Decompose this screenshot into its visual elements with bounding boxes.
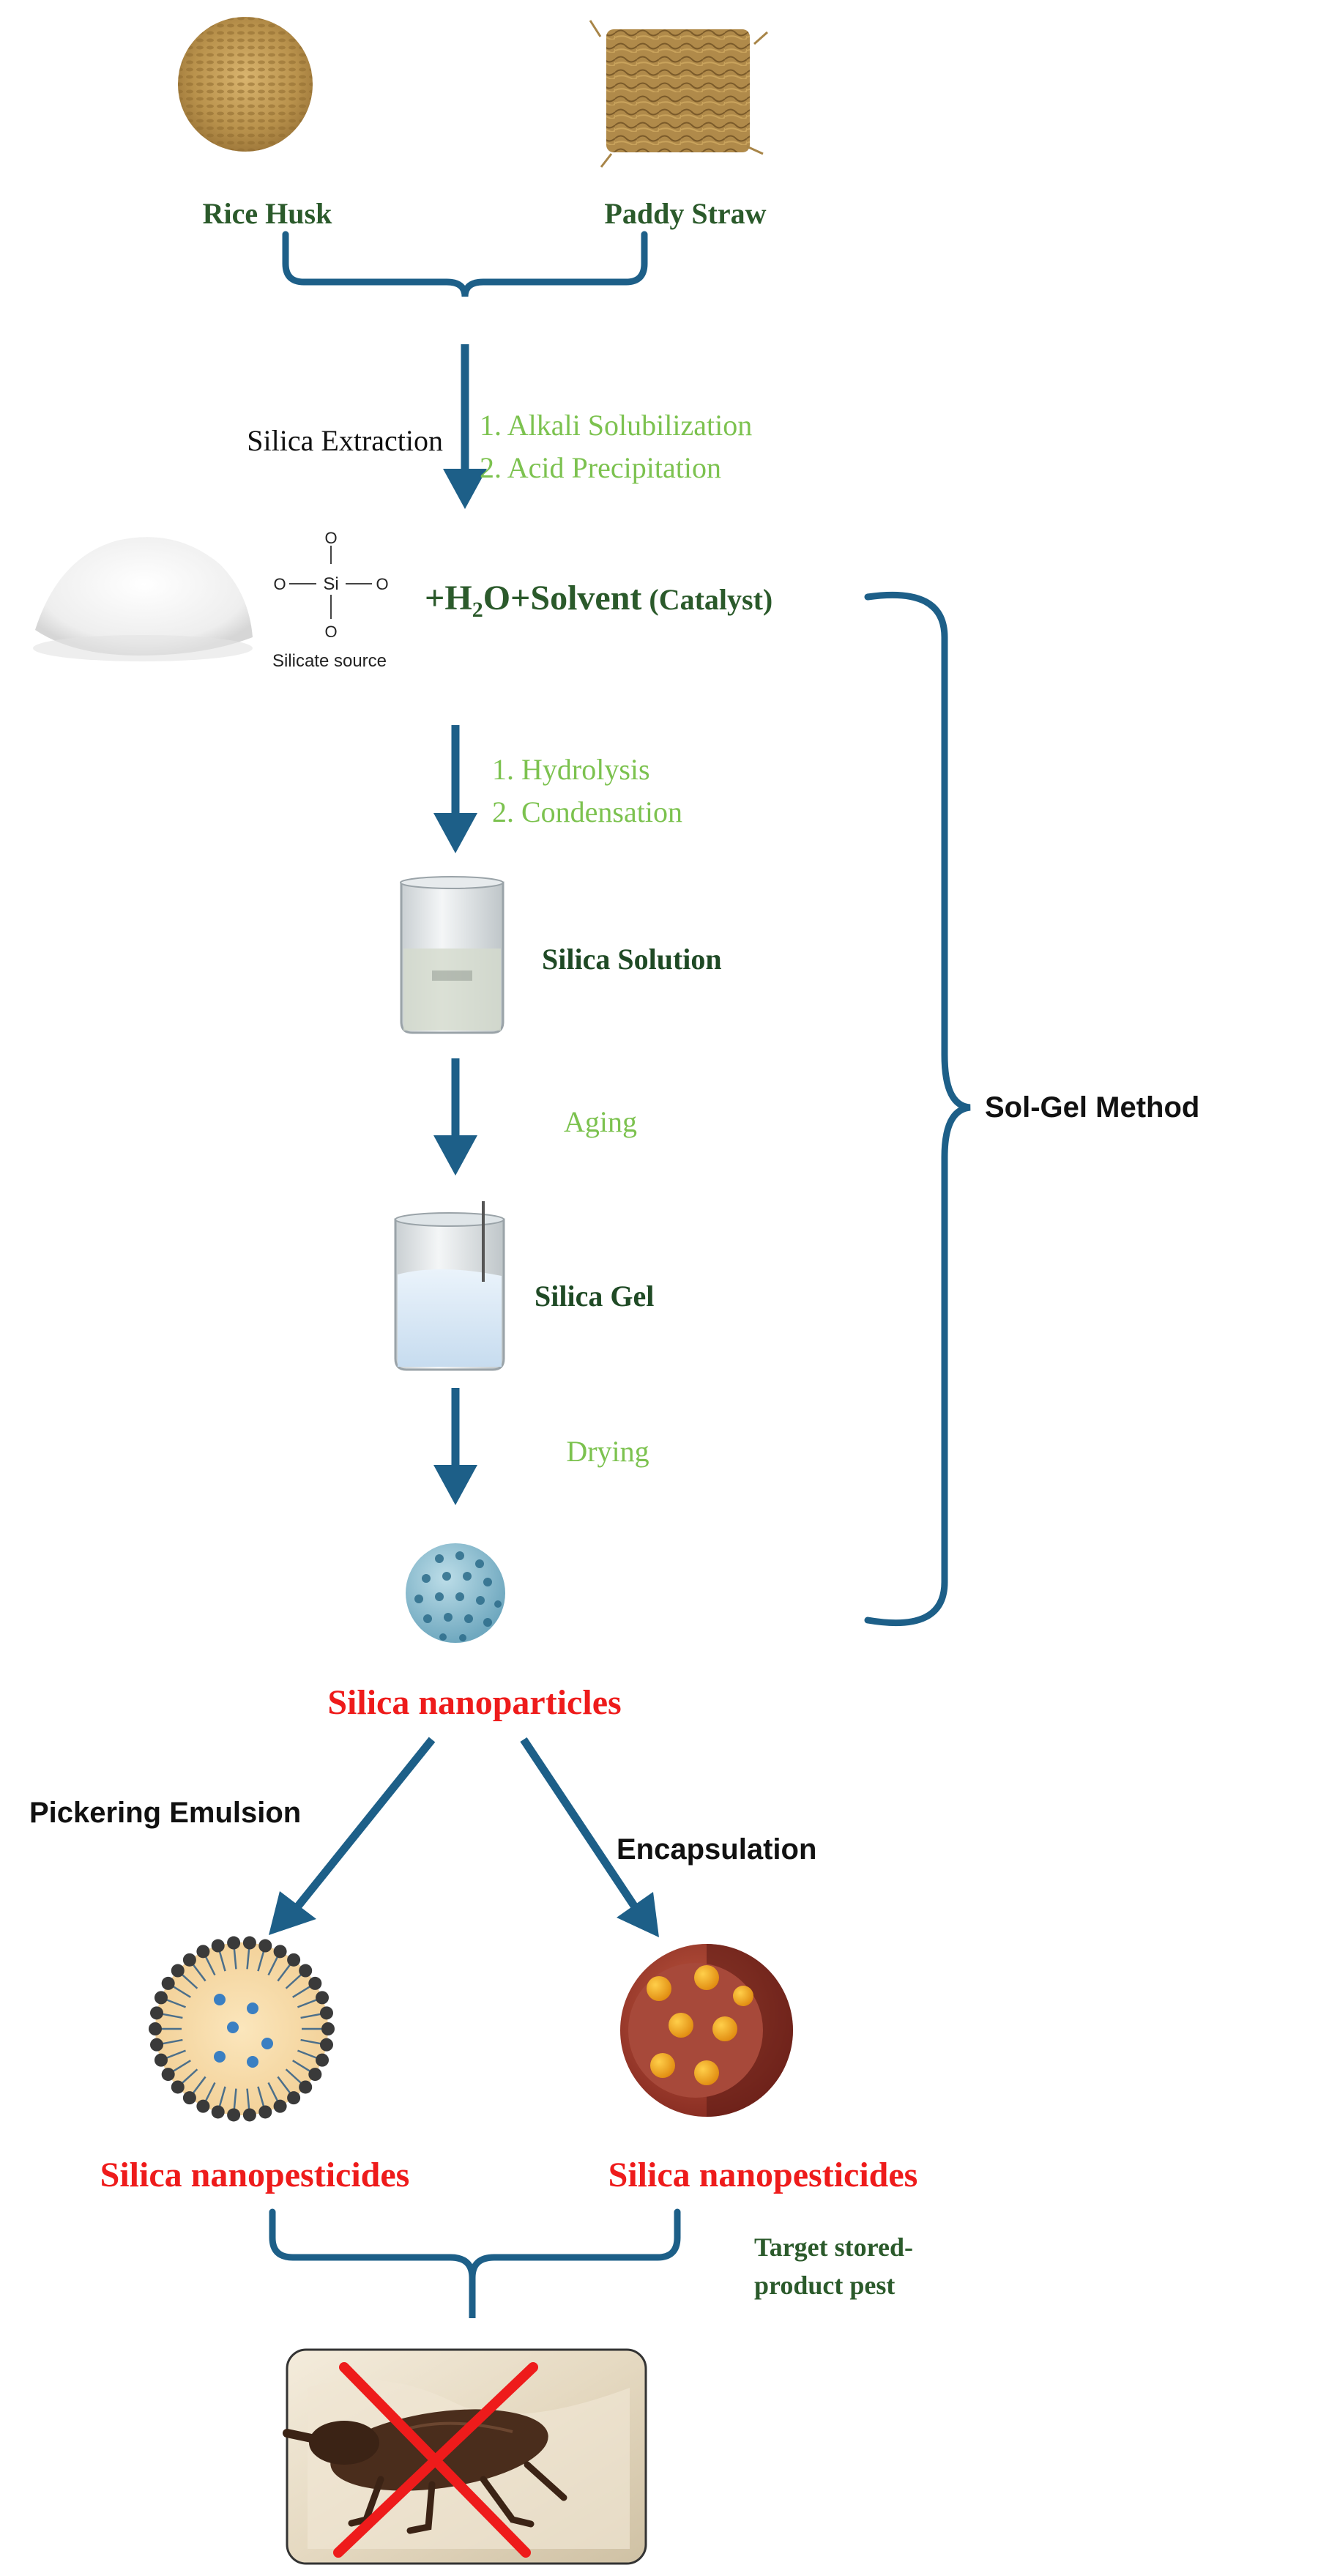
surfactant-head xyxy=(308,2068,322,2082)
silicate-oxygen-left: O xyxy=(273,575,286,593)
left-nanopesticides-label: Silica nanopesticides xyxy=(100,2156,410,2194)
products-merge-brace xyxy=(269,2208,681,2279)
silica-solution-beaker xyxy=(400,876,505,1034)
rice-husk-label: Rice Husk xyxy=(203,197,332,230)
encapsulation-branch-arrow xyxy=(520,1737,659,1937)
sol-gel-bracket xyxy=(864,591,971,1627)
hydrolysis-arrow xyxy=(433,725,477,853)
surfactant-head xyxy=(211,1939,225,1953)
silica-powder-image xyxy=(33,537,253,661)
paddy-straw-image xyxy=(589,20,768,168)
pickering-branch-arrow xyxy=(269,1737,436,1935)
surfactant-head xyxy=(321,2022,335,2035)
sol-gel-method-label: Sol-Gel Method xyxy=(985,1091,1199,1124)
surfactant-head xyxy=(299,1964,313,1978)
surfactant-head xyxy=(211,2105,225,2119)
target-pest-label-line-2: product pest xyxy=(754,2271,895,2300)
stored-product-pest-photo xyxy=(283,2348,647,2565)
aging-label: Aging xyxy=(564,1105,637,1138)
surfactant-head xyxy=(196,2099,210,2113)
extraction-step-2: 2. Acid Precipitation xyxy=(480,451,721,484)
solgel-step-1: 1. Hydrolysis xyxy=(492,753,650,786)
surfactant-head xyxy=(287,2091,301,2105)
drying-arrow xyxy=(433,1388,477,1505)
surfactant-head xyxy=(316,1991,330,2005)
silicate-source-caption: Silicate source xyxy=(272,651,387,671)
surfactant-head xyxy=(242,1936,256,1950)
surfactant-head xyxy=(319,2038,333,2052)
pickering-emulsion-label: Pickering Emulsion xyxy=(29,1797,301,1829)
silica-nanoparticle-sphere xyxy=(406,1543,505,1643)
sources-merge-brace xyxy=(282,231,648,297)
surfactant-head xyxy=(154,1991,168,2005)
rice-husk-image xyxy=(178,17,313,152)
aging-arrow xyxy=(433,1058,477,1176)
surfactant-head xyxy=(258,1939,272,1953)
surfactant-head xyxy=(299,2080,313,2094)
surfactant-head xyxy=(196,1945,210,1959)
surfactant-head xyxy=(319,2006,333,2020)
silica-nanoparticles-label: Silica nanoparticles xyxy=(327,1683,621,1722)
surfactant-head xyxy=(161,1976,175,1990)
surfactant-head xyxy=(171,2080,185,2094)
silica-extraction-label: Silica Extraction xyxy=(247,424,443,457)
silicate-structure: Si O O O O Silicate source xyxy=(272,529,389,671)
silica-gel-label: Silica Gel xyxy=(535,1280,654,1313)
surfactant-head xyxy=(182,2091,196,2105)
surfactant-head xyxy=(273,1945,287,1959)
silicate-oxygen-top: O xyxy=(324,529,337,547)
silica-solution-label: Silica Solution xyxy=(542,943,722,976)
encapsulation-capsule xyxy=(620,1944,793,2117)
cross-out-icon xyxy=(333,2362,538,2558)
silica-gel-beaker xyxy=(394,1201,505,1371)
surfactant-head xyxy=(242,2108,256,2122)
surfactant-head xyxy=(227,1936,241,1950)
extraction-arrow xyxy=(443,344,487,509)
drying-label: Drying xyxy=(566,1435,649,1468)
surfactant-head xyxy=(308,1976,322,1990)
surfactant-head xyxy=(287,1953,301,1967)
surfactant-head xyxy=(171,1964,185,1978)
target-pest-label-line-1: Target stored- xyxy=(754,2232,913,2262)
surfactant-head xyxy=(227,2108,241,2122)
extraction-step-1: 1. Alkali Solubilization xyxy=(480,409,752,442)
pickering-emulsion-droplet xyxy=(149,1936,335,2122)
silicate-oxygen-right: O xyxy=(376,575,388,593)
surfactant-head xyxy=(150,2006,164,2020)
silicate-center-si: Si xyxy=(323,574,338,594)
silicate-oxygen-bottom: O xyxy=(324,623,337,641)
surfactant-head xyxy=(161,2068,175,2082)
surfactant-head xyxy=(316,2053,330,2067)
encapsulation-label: Encapsulation xyxy=(617,1833,816,1866)
surfactant-head xyxy=(182,1953,196,1967)
surfactant-head xyxy=(258,2105,272,2119)
reagents-label: +H2O+Solvent(Catalyst) xyxy=(425,579,772,622)
surfactant-head xyxy=(149,2022,162,2035)
surfactant-head xyxy=(150,2038,164,2052)
right-nanopesticides-label: Silica nanopesticides xyxy=(608,2156,918,2194)
solgel-step-2: 2. Condensation xyxy=(492,795,682,828)
paddy-straw-label: Paddy Straw xyxy=(604,197,766,230)
surfactant-head xyxy=(154,2053,168,2067)
surfactant-head xyxy=(273,2099,287,2113)
